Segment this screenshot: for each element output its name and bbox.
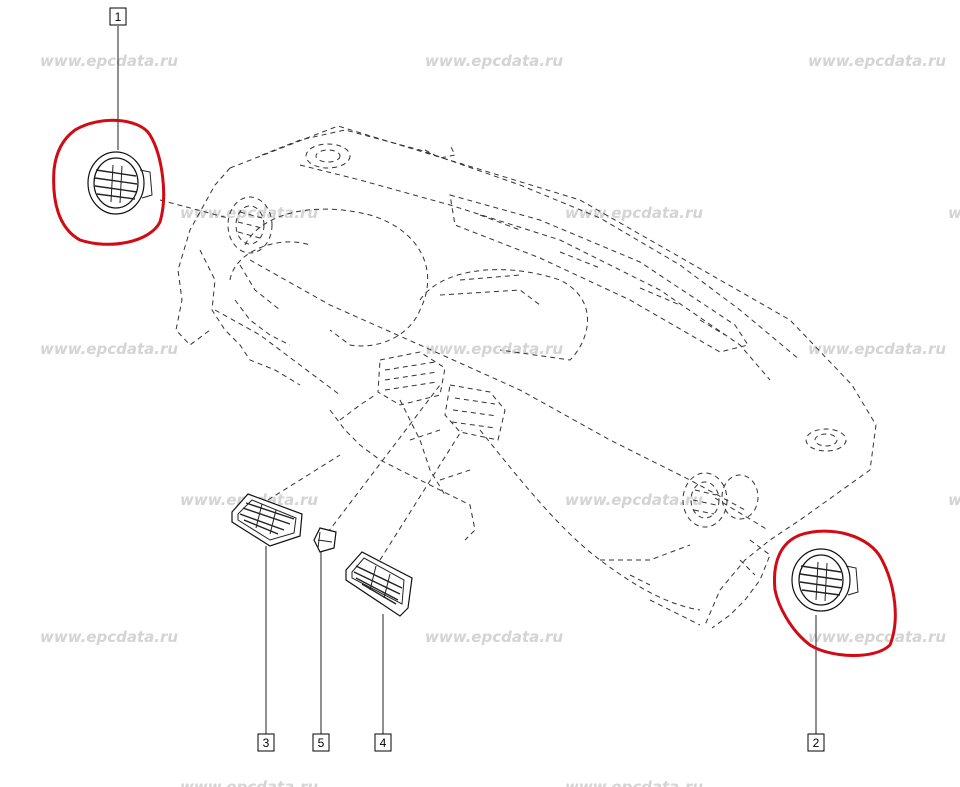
- callout-1: 1: [109, 7, 127, 26]
- watermark: www.epcdata.ru: [180, 204, 318, 222]
- watermark: www.epcdata.ru: [180, 778, 318, 787]
- callout-label: 4: [380, 736, 387, 750]
- air-vent-part-2: [791, 548, 859, 612]
- watermark: www.epcdata.ru: [808, 340, 946, 358]
- air-vent-part-3: [231, 493, 303, 547]
- callout-5: 5: [312, 733, 330, 752]
- callout-4: 4: [374, 733, 392, 752]
- dashboard-panel: [175, 125, 877, 629]
- callout-2: 2: [807, 733, 825, 752]
- highlight-circle-part-1: [52, 118, 166, 246]
- highlight-circle-part-2: [772, 529, 897, 657]
- watermark: www.epcdata.ru: [425, 340, 563, 358]
- watermark: www.epcdata.ru: [565, 778, 703, 787]
- watermark: www.epcdata.ru: [40, 628, 178, 646]
- dashboard-vent-openings: [227, 196, 759, 528]
- highlight-annotations: [52, 118, 897, 657]
- callout-leaders: [117, 26, 817, 734]
- air-vent-part-4: [345, 551, 413, 617]
- watermark-layer: www.epcdata.ru www.epcdata.ru www.epcdat…: [40, 52, 960, 787]
- air-vent-part-1: [87, 151, 153, 215]
- watermark: www.epcdata.ru: [425, 628, 563, 646]
- watermark: www.epcdata.ru: [565, 491, 703, 509]
- watermark: www.epcdata.ru: [565, 204, 703, 222]
- watermark: www.epcdata.ru: [948, 491, 960, 509]
- watermark: www.epcdata.ru: [808, 628, 946, 646]
- watermark: www.epcdata.ru: [40, 340, 178, 358]
- watermark: www.epcdata.ru: [808, 52, 946, 70]
- callout-label: 5: [318, 736, 325, 750]
- watermark: www.epcdata.ru: [948, 204, 960, 222]
- callout-label: 1: [115, 10, 122, 24]
- callout-label: 3: [263, 736, 270, 750]
- watermark: www.epcdata.ru: [40, 52, 178, 70]
- callout-label: 2: [813, 736, 820, 750]
- clip-part-5: [313, 527, 337, 553]
- callout-3: 3: [257, 733, 275, 752]
- watermark: www.epcdata.ru: [425, 52, 563, 70]
- assembly-leader-lines: [159, 199, 769, 561]
